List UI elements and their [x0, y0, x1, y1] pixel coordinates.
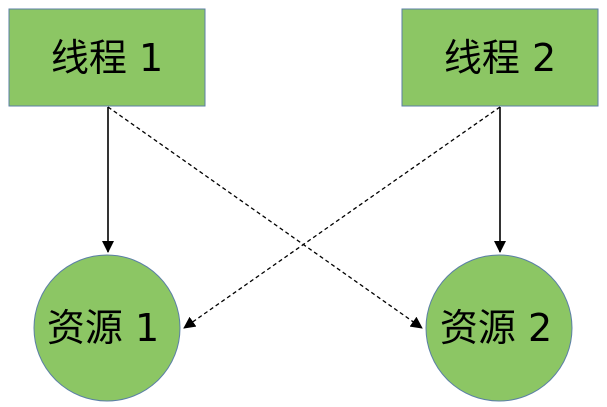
resource-2-circle — [425, 254, 573, 402]
thread-2-box — [401, 8, 599, 107]
thread-1-node: 线程 1 — [8, 8, 206, 107]
resource-2-node: 资源 2 — [425, 254, 573, 402]
thread-2-node: 线程 2 — [401, 8, 599, 107]
resource-2-label: 资源 2 — [440, 306, 552, 350]
edge-thread1-resource2 — [107, 106, 423, 329]
resource-1-node: 资源 1 — [33, 254, 181, 402]
thread-1-box — [8, 8, 206, 107]
edge-thread2-resource1 — [183, 106, 501, 329]
thread-2-label: 线程 2 — [444, 36, 556, 80]
resource-1-circle — [33, 254, 181, 402]
resource-1-label: 资源 1 — [47, 306, 159, 350]
thread-1-label: 线程 1 — [51, 36, 163, 80]
